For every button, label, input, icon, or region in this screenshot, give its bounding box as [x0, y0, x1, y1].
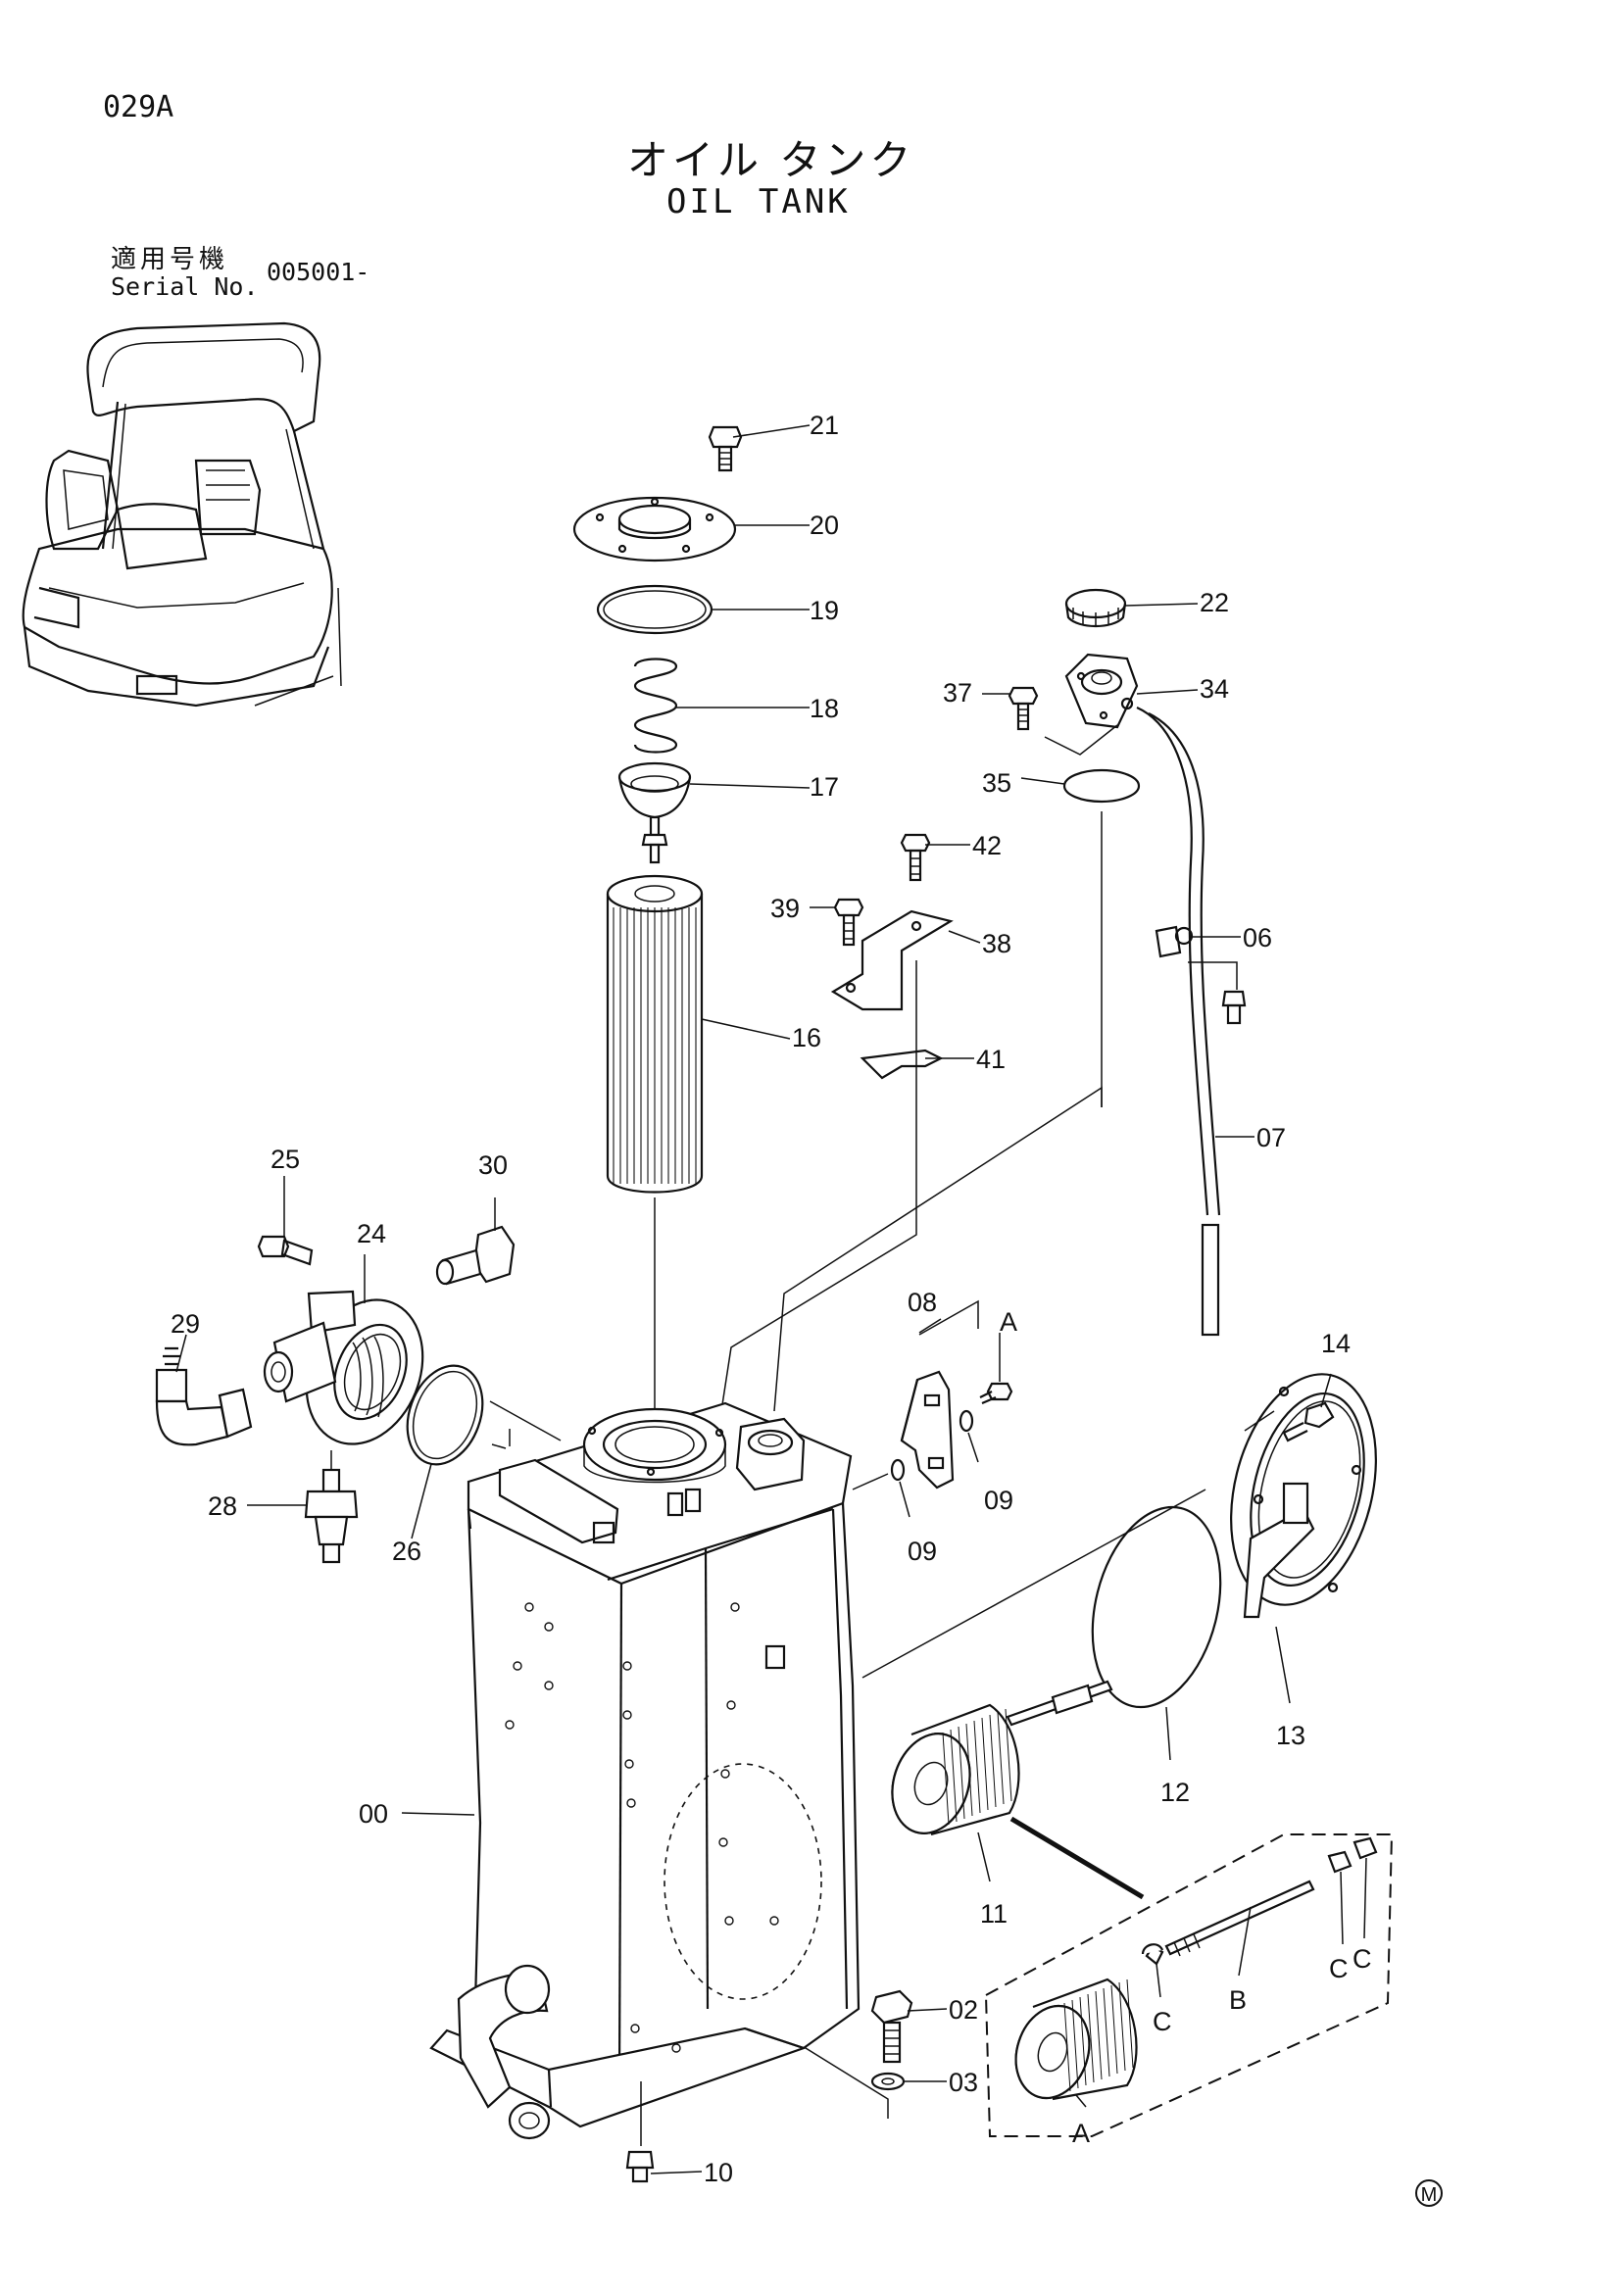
callout-19: 19 [810, 596, 839, 625]
callout-09-left: 09 [908, 1537, 937, 1566]
callout-00: 00 [359, 1799, 388, 1829]
callout-13: 13 [1276, 1721, 1305, 1750]
title-english: OIL TANK [666, 182, 851, 221]
callout-34: 34 [1200, 674, 1229, 704]
callout-20: 20 [810, 511, 839, 540]
callout-25: 25 [270, 1145, 300, 1174]
callout-39: 39 [770, 894, 800, 923]
footer-mark: M [1415, 2179, 1443, 2207]
filter-bracket [852, 1299, 1013, 1490]
callout-12: 12 [1160, 1778, 1190, 1807]
footer-mark-letter: M [1421, 2184, 1438, 2206]
callout-A-lower: A [1072, 2119, 1090, 2148]
callout-35: 35 [982, 768, 1011, 798]
callout-22: 22 [1200, 588, 1229, 617]
callout-07: 07 [1256, 1123, 1286, 1152]
bracket-assembly [720, 833, 1103, 1412]
callout-03: 03 [949, 2068, 978, 2097]
callout-18: 18 [810, 694, 839, 723]
callout-24: 24 [357, 1219, 386, 1248]
callout-29: 29 [171, 1309, 200, 1339]
callout-08: 08 [908, 1288, 937, 1317]
oil-tank-body [429, 1400, 861, 2183]
serial-number-value: 005001- [267, 258, 370, 286]
callout-30: 30 [478, 1150, 508, 1180]
callout-28: 28 [208, 1491, 237, 1521]
title-japanese: オイル タンク [627, 136, 915, 184]
callout-06: 06 [1243, 923, 1272, 953]
callout-02: 02 [949, 1995, 978, 2025]
drain-bolt [805, 1989, 913, 2119]
filter-assembly [572, 425, 743, 1411]
excavator-thumbnail [22, 321, 342, 708]
callout-B: B [1229, 1985, 1247, 2015]
callout-C-1: C [1329, 1954, 1349, 1983]
callout-10: 10 [704, 2158, 733, 2187]
callout-37: 37 [943, 678, 972, 708]
level-gauge [1136, 706, 1247, 1337]
callout-41: 41 [976, 1045, 1006, 1074]
callout-09-right: 09 [984, 1486, 1013, 1515]
callout-17: 17 [810, 772, 839, 802]
callout-C-2: C [1352, 1944, 1372, 1974]
callout-38: 38 [982, 929, 1011, 958]
callout-42: 42 [972, 831, 1002, 860]
callout-14: 14 [1321, 1329, 1351, 1358]
leader-lines [175, 424, 1367, 2174]
filter-detail-inset [984, 1833, 1394, 2137]
callout-21: 21 [810, 411, 839, 440]
callout-16: 16 [792, 1023, 821, 1052]
page-code: 029A [103, 90, 174, 124]
return-filter-group [861, 1373, 1377, 1900]
cap-assembly [1008, 588, 1141, 1107]
callout-A-upper: A [1000, 1307, 1017, 1337]
callout-11: 11 [980, 1899, 1008, 1929]
serial-label-japanese: 適用号機 [111, 245, 229, 274]
suction-fitting [155, 1225, 516, 1564]
callout-labels: 21 20 19 18 17 16 22 34 37 35 42 39 38 0… [171, 411, 1372, 2187]
serial-label-english: Serial No. [111, 272, 259, 301]
callout-26: 26 [392, 1537, 421, 1566]
callout-C-3: C [1153, 2007, 1172, 2036]
